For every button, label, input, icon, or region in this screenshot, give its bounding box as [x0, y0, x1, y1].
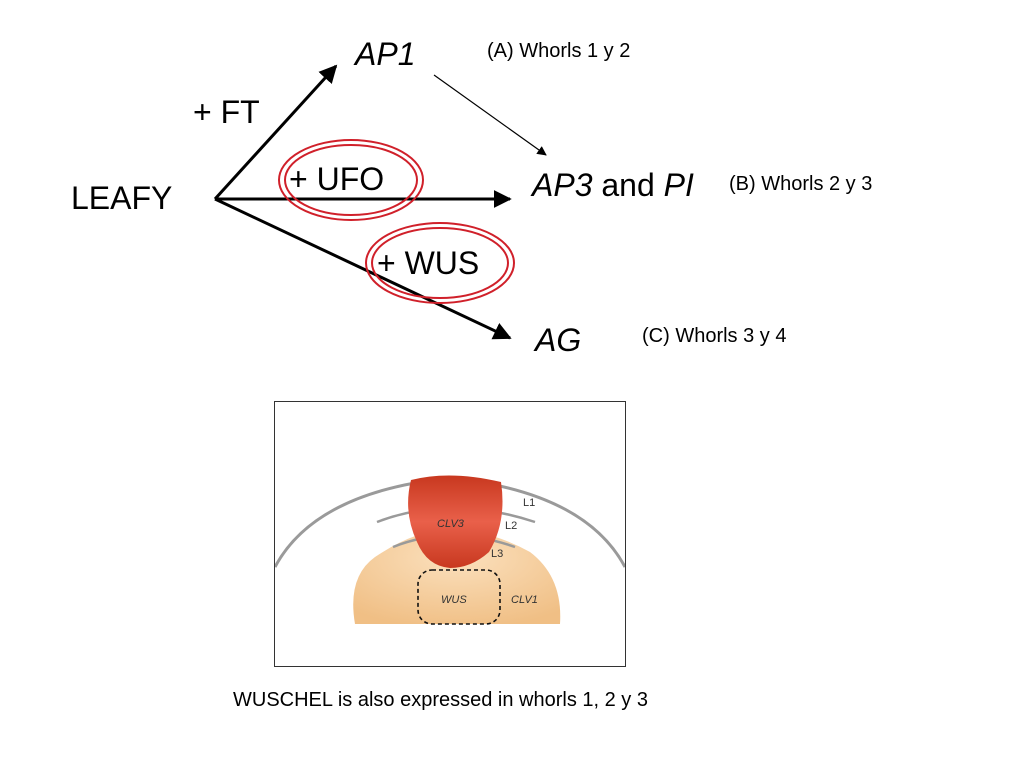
ap3-text: AP3 [532, 167, 593, 203]
wus-domain [417, 569, 501, 625]
wus-cofactor-label: + WUS [377, 245, 480, 281]
whorl-c-label: (C) Whorls 3 y 4 [642, 325, 787, 347]
caption: WUSCHEL is also expressed in whorls 1, 2… [233, 689, 648, 711]
ft-cofactor-label: + FT [193, 94, 260, 130]
whorl-b-label: (B) Whorls 2 y 3 [729, 173, 873, 195]
clv3-label: CLV3 [437, 518, 465, 530]
meristem-illustration: L1 L2 L3 CLV3 WUS CLV1 [274, 401, 626, 667]
and-text: and [601, 167, 655, 203]
clv1-label: CLV1 [511, 594, 538, 606]
ap3-pi-label: AP3 and PI [532, 169, 694, 201]
l3-label: L3 [491, 548, 503, 560]
wus-highlight-ring [365, 222, 515, 304]
ufo-cofactor-label: + UFO [289, 161, 385, 197]
meristem-drawing: L1 L2 L3 CLV3 WUS CLV1 [275, 475, 625, 625]
clv3-domain [408, 475, 503, 568]
l2-label: L2 [505, 520, 517, 532]
arrow-leafy-to-ap1 [213, 64, 338, 201]
wus-label: WUS [441, 594, 467, 606]
pi-text: PI [663, 167, 694, 203]
leafy-label: LEAFY [71, 180, 173, 216]
arrow-ap1-to-ap3 [433, 74, 547, 156]
arrow-leafy-to-ag [214, 197, 512, 340]
ap1-label: AP1 [355, 36, 416, 72]
l1-label: L1 [523, 497, 535, 509]
ufo-highlight-ring [278, 139, 424, 221]
clv1-domain [353, 529, 561, 624]
whorl-a-label: (A) Whorls 1 y 2 [487, 40, 631, 62]
ag-label: AG [535, 322, 582, 358]
